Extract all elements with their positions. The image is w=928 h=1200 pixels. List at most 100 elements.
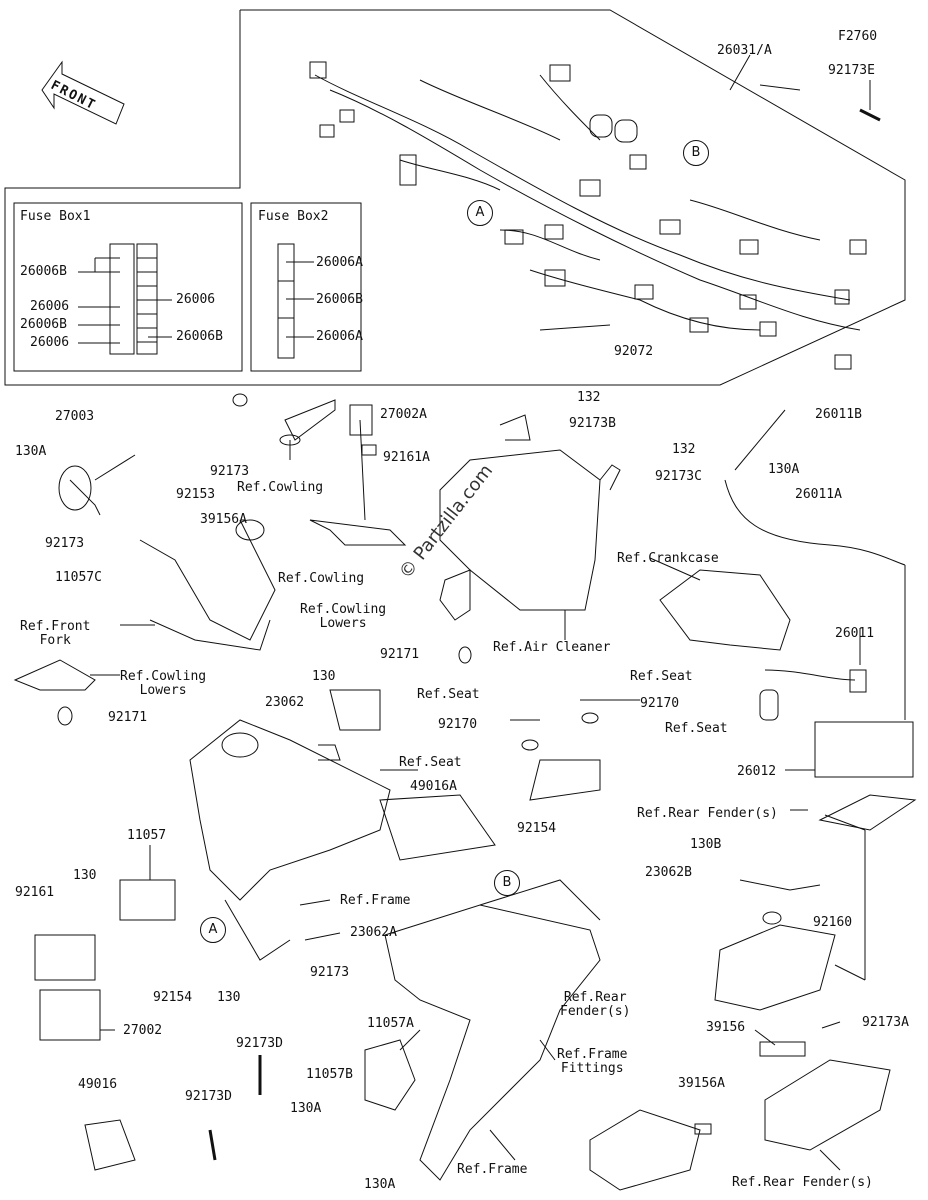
part-label: 92170 [640,696,680,711]
ref-label: Ref.Seat [399,755,462,770]
part-label: 26031/A [717,43,772,58]
wiring-harness-drawing [309,61,867,337]
fuse-box-1-label: 26006 [176,292,216,307]
horn-drawing [58,465,92,511]
ref-label: Ref.Rear Fender(s) [560,991,630,1019]
harness-outline [4,9,906,386]
ref-label-text: Ref.Cowling Lowers [300,602,387,631]
ref-label: Ref.Cowling Lowers [300,603,386,631]
ref-label: Ref.Cowling [237,480,324,495]
ref-label: Ref.Cowling [278,571,365,586]
diagram-code: F2760 [838,29,878,44]
part-label: 92173D [236,1036,283,1051]
part-label: 92161A [383,450,430,465]
part-label: 92160 [813,915,853,930]
part-label: 92173C [655,469,702,484]
part-label: 11057C [55,570,102,585]
fuse-box-1-label: 26006B [20,264,67,279]
ref-label: Ref.Seat [417,687,480,702]
part-label: 92161 [15,885,55,900]
part-label: 27002A [380,407,427,422]
part-label: 130 [73,868,97,883]
part-label: 39156A [678,1076,725,1091]
part-label: 130A [768,462,800,477]
part-label: 23062 [265,695,305,710]
part-label: 92173 [210,464,250,479]
part-label: 26011B [815,407,862,422]
part-label: 23062B [645,865,692,880]
ref-label-text: Ref.Front Fork [20,619,91,648]
fuse-box-1-label: 26006B [20,317,67,332]
fuse-box-1-label: 26006B [176,329,223,344]
part-label: 26011A [795,487,842,502]
ref-label: Ref.Frame [340,893,411,908]
ecu-drawing [34,934,96,981]
part-label: 92173 [45,536,85,551]
part-label: 92173E [828,63,875,78]
battery-case-drawing [714,924,836,1011]
ref-label: Ref.Air Cleaner [493,640,611,655]
ref-label-text: Ref.Cowling Lowers [120,669,207,698]
fuse-box-2-label: 26006A [316,255,363,270]
part-label: 26012 [737,764,777,779]
part-label: 92154 [153,990,193,1005]
part-label: 92171 [380,647,420,662]
fuse-box-1-label: 26006 [30,299,70,314]
part-label: 132 [672,442,696,457]
fuse-box-1-title: Fuse Box1 [20,209,91,224]
part-label: 92153 [176,487,216,502]
fuse-box-2-label: 26006B [316,292,363,307]
part-label: 130 [312,669,336,684]
ref-label: Ref.Seat [665,721,728,736]
part-label: 132 [577,390,601,405]
rear-frame-drawing [384,904,601,1181]
part-label: 92173B [569,416,616,431]
ref-label-text: Ref.Frame Fittings [557,1047,628,1076]
part-label: 27003 [55,409,95,424]
part-label: 92173A [862,1015,909,1030]
callout-tag-a: A [200,917,226,943]
ref-label: Ref.Rear Fender(s) [732,1175,873,1190]
part-label: 92173 [310,965,350,980]
part-label: 92173D [185,1089,232,1104]
fuse-box-2-label: 26006A [316,329,363,344]
part-label: 92170 [438,717,478,732]
part-label: 92171 [108,710,148,725]
callout-tag-b: B [494,870,520,896]
part-label: 92154 [517,821,557,836]
part-label: 130A [364,1177,396,1192]
ref-label: Ref.Front Fork [20,620,90,648]
part-label: 39156 [706,1020,746,1035]
callout-tag-a: A [467,200,493,226]
part-label: 130B [690,837,722,852]
frame-drawing [189,719,391,901]
part-label: 39156A [200,512,247,527]
part-label: 130 [217,990,241,1005]
part-label: 11057B [306,1067,353,1082]
battery-drawing [814,721,914,778]
air-cleaner-drawing [439,449,601,611]
part-label: 130A [15,444,47,459]
ref-label: Ref.Cowling Lowers [120,670,206,698]
part-label: 23062A [350,925,397,940]
part-label: 92072 [614,344,654,359]
callout-tag-b: B [683,140,709,166]
fuse-box-2-frame [250,202,362,372]
ref-label: Ref.Rear Fender(s) [637,806,778,821]
part-label: 130A [290,1101,322,1116]
ref-label-text: Ref.Rear Fender(s) [560,990,631,1019]
fuse-box-2-title: Fuse Box2 [258,209,329,224]
part-label: 49016A [410,779,457,794]
front-arrow [41,60,125,125]
part-label: 27002 [123,1023,163,1038]
ref-label: Ref.Frame [457,1162,528,1177]
fuse-box-1-label: 26006 [30,335,70,350]
part-label: 49016 [78,1077,118,1092]
fuse-box-1-frame [13,202,243,372]
ref-label: Ref.Crankcase [617,551,719,566]
part-label: 11057A [367,1016,414,1031]
ref-label: Ref.Frame Fittings [557,1048,627,1076]
ecu-2-drawing [39,989,101,1041]
part-label: 11057 [127,828,167,843]
